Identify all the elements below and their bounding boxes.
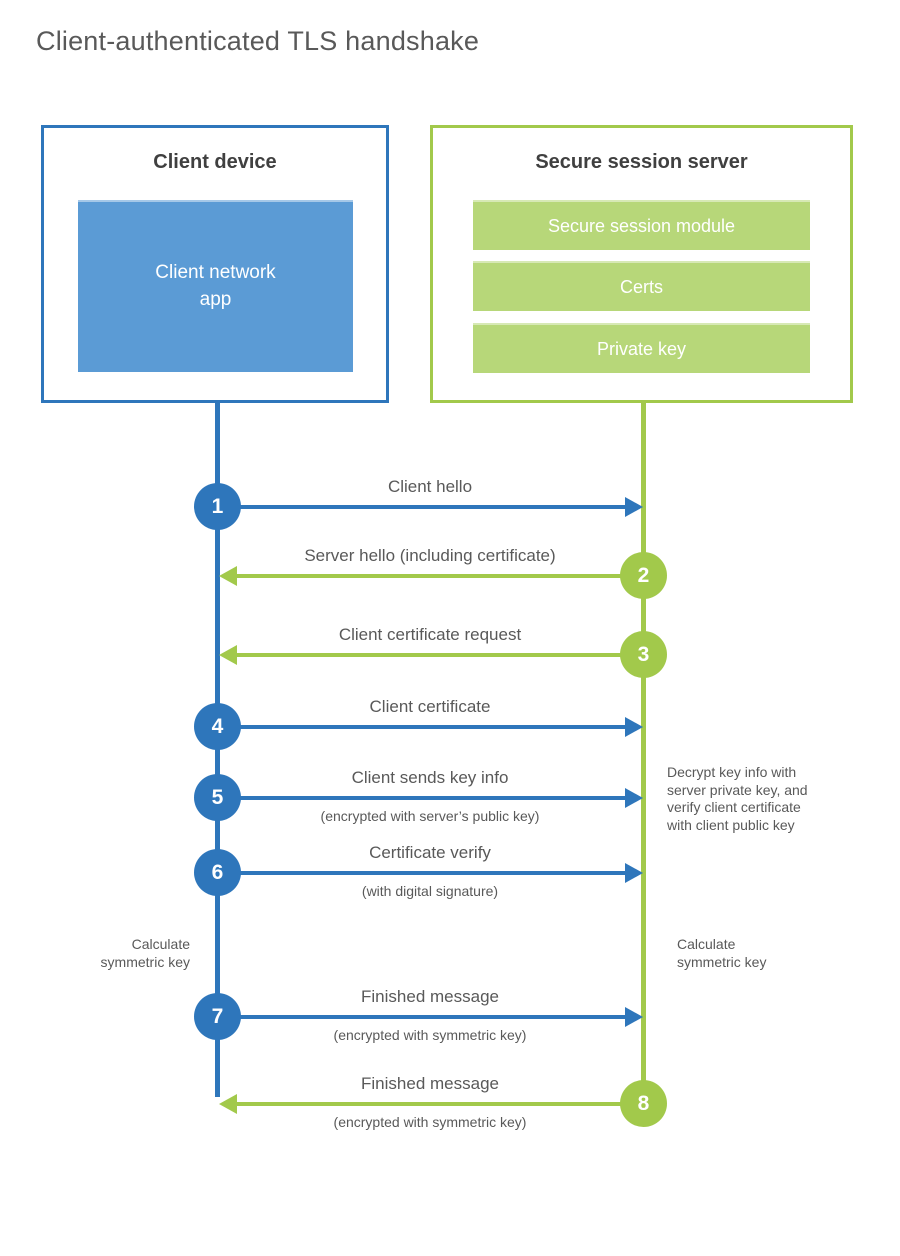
step-8-sublabel: (encrypted with symmetric key) bbox=[333, 1114, 527, 1130]
step-8-label: Finished message bbox=[361, 1074, 499, 1093]
step-6-label: Certificate verify bbox=[369, 843, 491, 862]
step-3-badge: 3 bbox=[620, 631, 667, 678]
client-network-app-box: Client network app bbox=[78, 200, 353, 372]
step-1-label: Client hello bbox=[387, 477, 473, 496]
step-7-arrowhead-icon bbox=[625, 1007, 643, 1027]
diagram-title: Client-authenticated TLS handshake bbox=[36, 26, 480, 56]
step-3-arrowhead-icon bbox=[219, 645, 237, 665]
client-lifeline bbox=[215, 403, 220, 1097]
step-2-label: Server hello (including certificate) bbox=[304, 546, 556, 565]
server-module-secure-session: Secure session module bbox=[473, 200, 810, 250]
step-3-arrow bbox=[237, 653, 641, 657]
step-8-arrowhead-icon bbox=[219, 1094, 237, 1114]
step-6-arrow bbox=[219, 871, 625, 875]
step-2-badge: 2 bbox=[620, 552, 667, 599]
step-1-number: 1 bbox=[211, 494, 224, 518]
step-4-badge: 4 bbox=[194, 703, 241, 750]
client-network-app-label: Client network app bbox=[155, 262, 276, 310]
step-5-badge: 5 bbox=[194, 774, 241, 821]
step-4-arrowhead-icon bbox=[625, 717, 643, 737]
server-module-private-key: Private key bbox=[473, 323, 810, 373]
step-5-sublabel: (encrypted with server’s public key) bbox=[320, 808, 540, 824]
step-5-arrow bbox=[219, 796, 625, 800]
step-1-badge: 1 bbox=[194, 483, 241, 530]
server-module-private-key-label: Private key bbox=[596, 338, 687, 359]
calculate-symmetric-key-server-note: Calculate symmetric key bbox=[677, 936, 767, 970]
step-8-arrow bbox=[237, 1102, 641, 1106]
step-2-arrowhead-icon bbox=[219, 566, 237, 586]
calculate-symmetric-key-client-note: Calculate symmetric key bbox=[100, 936, 190, 970]
server-module-certs: Certs bbox=[473, 261, 810, 311]
step-7-number: 7 bbox=[211, 1004, 224, 1028]
step-8-badge: 8 bbox=[620, 1080, 667, 1127]
step-5-arrowhead-icon bbox=[625, 788, 643, 808]
step-1-arrow bbox=[219, 505, 625, 509]
decrypt-key-note: Decrypt key info with server private key… bbox=[667, 764, 808, 833]
step-5-number: 5 bbox=[211, 785, 224, 809]
step-7-label: Finished message bbox=[361, 987, 499, 1006]
step-8-number: 8 bbox=[637, 1091, 650, 1115]
step-4-label: Client certificate bbox=[369, 697, 491, 716]
step-7-arrow bbox=[219, 1015, 625, 1019]
step-6-sublabel: (with digital signature) bbox=[361, 883, 499, 899]
step-5-label: Client sends key info bbox=[351, 768, 509, 787]
step-2-number: 2 bbox=[637, 563, 650, 587]
server-module-secure-session-label: Secure session module bbox=[547, 215, 736, 236]
step-4-arrow bbox=[219, 725, 625, 729]
step-2-arrow bbox=[237, 574, 641, 578]
step-6-number: 6 bbox=[211, 860, 224, 884]
client-device-title: Client device bbox=[153, 151, 277, 173]
step-4-number: 4 bbox=[211, 714, 224, 738]
step-7-sublabel: (encrypted with symmetric key) bbox=[333, 1027, 527, 1043]
step-1-arrowhead-icon bbox=[625, 497, 643, 517]
step-6-arrowhead-icon bbox=[625, 863, 643, 883]
step-7-badge: 7 bbox=[194, 993, 241, 1040]
step-3-label: Client certificate request bbox=[338, 625, 522, 644]
secure-session-server-title: Secure session server bbox=[535, 151, 748, 173]
step-6-badge: 6 bbox=[194, 849, 241, 896]
server-module-certs-label: Certs bbox=[619, 276, 663, 297]
server-lifeline bbox=[641, 403, 646, 1105]
step-3-number: 3 bbox=[637, 642, 650, 666]
